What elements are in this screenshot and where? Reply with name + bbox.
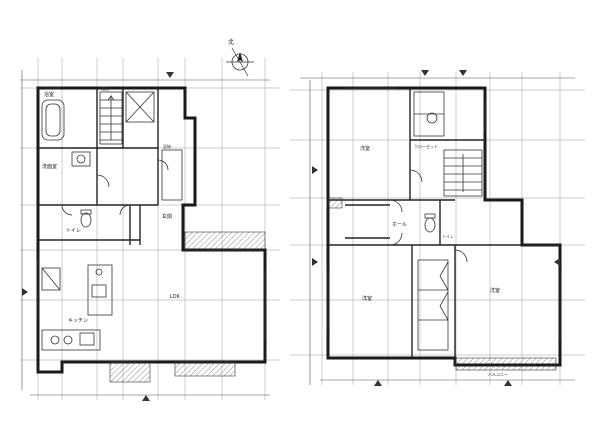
- room-label-ldk: LDK: [170, 294, 181, 300]
- compass-north-label: 北: [228, 38, 234, 46]
- room-label-closet: クローゼット: [414, 143, 438, 149]
- room-label-storage: 収納: [163, 143, 171, 149]
- room-label-toilet: トイレ: [66, 228, 81, 234]
- floor2-stairs-symbol: [443, 149, 483, 197]
- floor1-plan: 浴室 洗面室 トイレ 玄関 LDK キッチン 階段 収納: [20, 70, 270, 401]
- floor2-dimension-ticks: [300, 70, 575, 386]
- room-label-washroom: 洗面室: [42, 163, 57, 170]
- room-label-bedroom3: 洋室: [490, 287, 500, 294]
- room-label-kitchen: キッチン: [68, 318, 88, 324]
- room-label-stairs: 階段: [101, 85, 109, 91]
- room-label-toilet2: トイレ: [442, 234, 454, 239]
- room-label-balcony: バルコニー: [488, 372, 508, 377]
- floor1-stairs-symbol: [99, 91, 123, 145]
- room-label-bath: 浴室: [44, 91, 54, 98]
- compass: 北: [226, 38, 254, 77]
- room-label-hall: ホール: [392, 222, 407, 228]
- grid-lines: [20, 58, 585, 400]
- floor1-dimension-ticks: [20, 70, 270, 401]
- room-label-entrance: 玄関: [162, 213, 172, 220]
- floor2-plan: 洋室 洋室 洋室 クローゼット ホール トイレ バルコニー: [300, 70, 575, 386]
- room-label-bedroom1: 洋室: [360, 145, 370, 152]
- room-label-bedroom2: 洋室: [362, 295, 372, 302]
